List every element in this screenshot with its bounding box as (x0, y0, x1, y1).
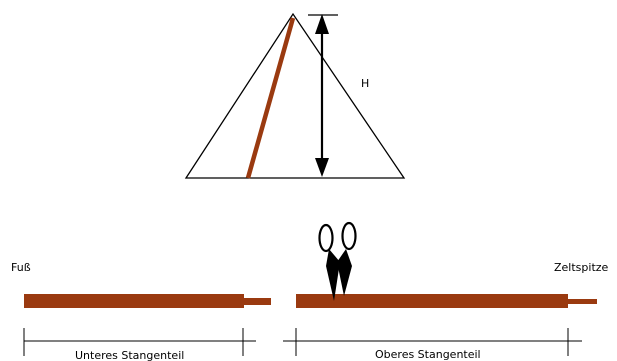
tent-triangle (184, 12, 406, 179)
tent-pole (245, 17, 296, 179)
foot-label: Fuß (11, 261, 31, 274)
tent-tip-label: Zeltspitze (554, 261, 609, 274)
upper-pole-tip (567, 299, 597, 304)
scissors-icon (318, 221, 357, 301)
height-label: H (361, 77, 369, 90)
lower-pole-connector (243, 298, 271, 305)
lower-part-dimension (23, 328, 256, 356)
lower-part-label: Unteres Stangenteil (75, 349, 184, 361)
lower-pole-part (24, 294, 244, 308)
upper-part-dimension (283, 328, 582, 356)
upper-part-label: Oberes Stangenteil (375, 348, 481, 361)
upper-pole-part (296, 294, 568, 308)
height-dimension (308, 14, 338, 177)
